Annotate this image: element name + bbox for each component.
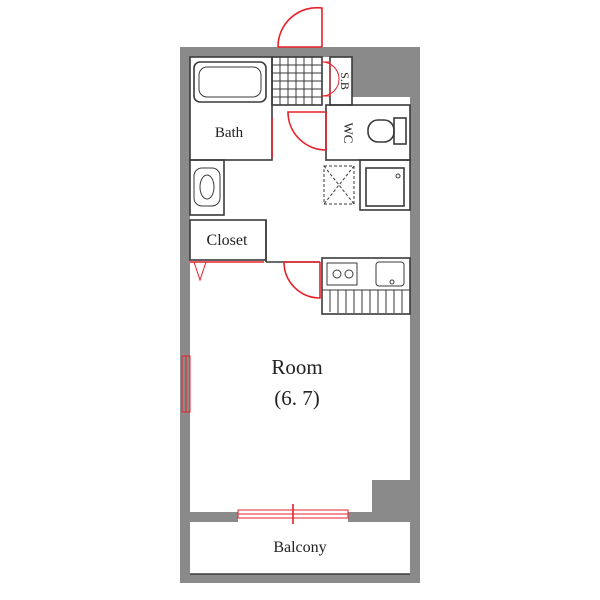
balcony-window[interactable] <box>237 504 349 524</box>
entrance-tiles <box>272 57 322 105</box>
balcony-label: Balcony <box>273 539 326 556</box>
counter-lines <box>322 289 410 313</box>
closet-door[interactable] <box>190 261 264 282</box>
drain-pan <box>323 165 355 205</box>
stove <box>326 262 358 286</box>
sink <box>193 167 221 207</box>
room-size-label: (6. 7) <box>274 386 320 410</box>
storage-label: S.B <box>338 72 352 90</box>
sb-door[interactable] <box>321 61 340 97</box>
bath-label: Bath <box>215 125 244 141</box>
wc-label: WC <box>341 123 356 144</box>
room-label: Room <box>271 355 322 379</box>
entrance-door[interactable] <box>277 6 323 48</box>
side-window <box>181 355 191 413</box>
room-door[interactable] <box>283 261 321 299</box>
wc-door[interactable] <box>287 111 327 151</box>
closet-label: Closet <box>207 232 248 249</box>
toilet <box>367 117 407 145</box>
bathtub <box>193 61 267 103</box>
kitchen-sink <box>375 261 405 287</box>
fridge <box>365 167 405 207</box>
bath-door[interactable] <box>232 118 273 158</box>
